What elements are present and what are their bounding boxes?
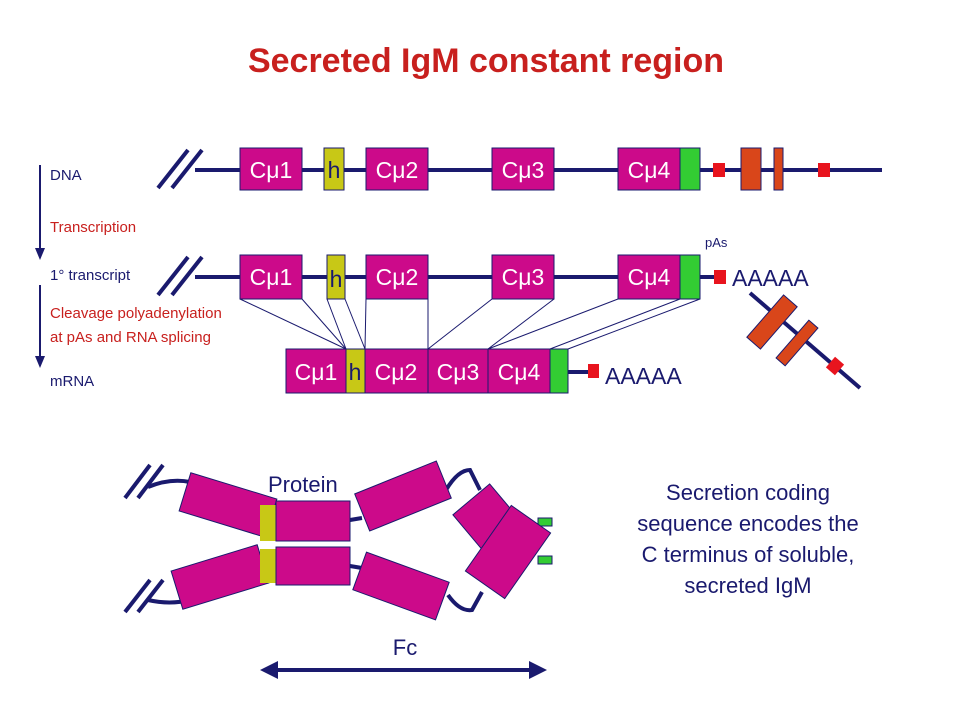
dna-secretion-exon (679, 147, 701, 191)
transcript-cmu3-label: Cμ3 (502, 264, 545, 290)
protein-drawing (123, 460, 553, 621)
transcript-cmu1-label: Cμ1 (250, 264, 293, 290)
protein-lower-ch3 (352, 551, 450, 621)
mrna-hinge-label: h (349, 359, 362, 385)
transcript-secretion-exon (679, 254, 701, 300)
protein-secretion-tail-bottom (537, 555, 553, 565)
dna-hinge (323, 147, 345, 191)
protein-lower-hinge (260, 549, 276, 583)
transcript-row: Cμ1 h Cμ2 Cμ3 Cμ4 pAs AAAAA (156, 235, 809, 300)
caption: Secretion coding sequence encodes the C … (637, 480, 858, 598)
fc-label: Fc (393, 635, 417, 660)
protein-lower-ch1 (170, 544, 270, 610)
transcript-cmu2-label: Cμ2 (376, 264, 419, 290)
splice-lines (239, 298, 701, 350)
transcription-arrow (35, 165, 45, 260)
caption-line-2: sequence encodes the (637, 511, 858, 536)
transcript-hinge-label: h (330, 266, 343, 292)
dna-membrane-exon-2 (773, 147, 784, 191)
cleavage-label-1: Cleavage polyadenylation (50, 305, 222, 322)
protein-secretion-tail-top (537, 517, 553, 527)
transcript-hinge (326, 254, 346, 300)
caption-line-1: Secretion coding (666, 480, 830, 505)
protein-lower-ch2 (275, 546, 351, 586)
transcript-cmu4-label: Cμ4 (628, 264, 671, 290)
dna-hinge-label: h (328, 157, 341, 183)
dna-cmu2 (365, 147, 429, 191)
mrna-cmu2-label: Cμ2 (375, 359, 418, 385)
dna-break-icon (156, 148, 204, 190)
dna-cmu3 (491, 147, 555, 191)
dna-row: Cμ1 h Cμ2 Cμ3 Cμ4 (156, 147, 882, 191)
transcription-label: Transcription (50, 219, 136, 236)
dna-pas-marker-2 (818, 163, 830, 177)
transcript-cmu1 (239, 254, 303, 300)
transcript-cmu2 (365, 254, 429, 300)
mrna-cmu2 (364, 348, 429, 394)
pas-label: pAs (705, 235, 728, 250)
transcript-polya: AAAAA (732, 265, 809, 291)
protein-upper-ch2 (275, 500, 351, 542)
primary-transcript-label: 1° transcript (50, 267, 131, 284)
cleaved-membrane-fragment (746, 291, 862, 390)
protein-ch4-front (464, 504, 552, 600)
mrna-secretion-exon (549, 348, 569, 394)
mrna-cmu4 (487, 348, 551, 394)
mrna-label: mRNA (50, 373, 94, 390)
protein-label: Protein (268, 472, 338, 497)
mrna-cmu3-label: Cμ3 (437, 359, 480, 385)
caption-line-4: secreted IgM (684, 573, 811, 598)
dna-pas-marker-1 (713, 163, 725, 177)
page-title: Secreted IgM constant region (248, 42, 724, 80)
protein-break-icon-top (123, 463, 165, 500)
dna-cmu1 (239, 147, 303, 191)
dna-cmu3-label: Cμ3 (502, 157, 545, 183)
dna-cmu4-label: Cμ4 (628, 157, 671, 183)
transcript-cmu3 (491, 254, 555, 300)
cleavage-label-2: at pAs and RNA splicing (50, 329, 211, 346)
fc-span-arrow (260, 661, 547, 679)
transcript-pas-marker (714, 270, 726, 284)
dna-label: DNA (50, 167, 82, 184)
dna-membrane-exon-1 (740, 147, 762, 191)
mrna-cmu1-label: Cμ1 (295, 359, 338, 385)
protein-upper-hinge (260, 505, 276, 541)
dna-cmu1-label: Cμ1 (250, 157, 293, 183)
mrna-cmu3 (427, 348, 489, 394)
caption-line-3: C terminus of soluble, (642, 542, 855, 567)
mrna-polya: AAAAA (605, 363, 682, 389)
transcript-cmu4 (617, 254, 681, 300)
dna-cmu2-label: Cμ2 (376, 157, 419, 183)
mrna-pas-marker (588, 364, 599, 378)
processing-arrow (35, 285, 45, 368)
protein-break-icon-bottom (123, 578, 165, 614)
mrna-cmu4-label: Cμ4 (498, 359, 541, 385)
transcript-break-icon (156, 255, 204, 297)
protein-upper-ch3 (354, 460, 452, 532)
mrna-row: Cμ1 h Cμ2 Cμ3 Cμ4 AAAAA (285, 348, 682, 394)
